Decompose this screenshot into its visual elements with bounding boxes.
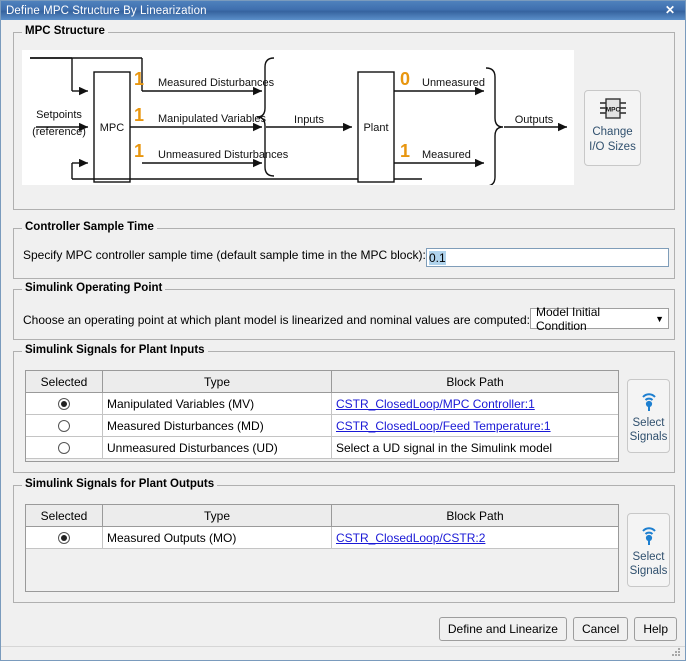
filler-cell: [102, 458, 332, 461]
signal-out-count-1: 1: [400, 141, 410, 161]
row-radio-mv[interactable]: [58, 398, 70, 411]
plant-inputs-legend: Simulink Signals for Plant Inputs: [22, 344, 208, 356]
footer-separator: [1, 646, 685, 647]
sample-time-value: 0.1: [429, 250, 446, 265]
plant-outputs-header-row: Selected Type Block Path: [26, 505, 618, 527]
chevron-down-icon: ▼: [655, 313, 664, 324]
title-bar: Define MPC Structure By Linearization ✕: [1, 1, 685, 20]
filler-cell: [26, 548, 103, 591]
mpc-structure-legend: MPC Structure: [22, 25, 108, 37]
table-row[interactable]: Measured Disturbances (MD) CSTR_ClosedLo…: [26, 414, 618, 437]
controller-sample-time-legend: Controller Sample Time: [22, 221, 157, 233]
filler-cell: [26, 458, 103, 461]
outputs-label: Outputs: [515, 114, 554, 126]
mpc-block-label: MPC: [100, 122, 125, 134]
define-and-linearize-button[interactable]: Define and Linearize: [438, 617, 567, 641]
operating-point-dropdown[interactable]: Model Initial Condition ▼: [530, 305, 669, 333]
cancel-button[interactable]: Cancel: [572, 617, 629, 641]
radio-cell[interactable]: [26, 436, 103, 459]
table-row[interactable]: Measured Outputs (MO) CSTR_ClosedLoop/CS…: [26, 526, 618, 549]
column-header-selected: Selected: [26, 505, 103, 527]
select-signals-label-line1: Select: [632, 416, 665, 429]
select-signals-label-line1: Select: [632, 550, 665, 563]
svg-text:MPC: MPC: [605, 107, 620, 114]
row-path-ud: Select a UD signal in the Simulink model: [331, 436, 618, 459]
row-type-mv: Manipulated Variables (MV): [102, 392, 332, 415]
change-io-sizes-button[interactable]: MPC Change I/O Sizes: [584, 90, 641, 166]
signal-in-count-1: 1: [134, 105, 144, 125]
row-path-md[interactable]: CSTR_ClosedLoop/Feed Temperature:1: [336, 418, 551, 433]
simulink-operating-point-legend: Simulink Operating Point: [22, 282, 166, 294]
column-header-block-path: Block Path: [331, 371, 618, 393]
column-header-type: Type: [102, 371, 332, 393]
plant-inputs-table: Selected Type Block Path Manipulated Var…: [25, 370, 619, 462]
signal-in-count-0: 1: [134, 69, 144, 89]
row-type-ud: Unmeasured Disturbances (UD): [102, 436, 332, 459]
row-type-mo: Measured Outputs (MO): [102, 526, 332, 549]
window-title: Define MPC Structure By Linearization: [6, 4, 207, 17]
signal-out-label-0: Unmeasured: [422, 77, 485, 89]
close-icon[interactable]: ✕: [664, 2, 676, 17]
row-radio-md[interactable]: [58, 420, 70, 433]
signal-antenna-icon: [638, 523, 660, 550]
select-signals-label-line2: Signals: [629, 430, 668, 443]
filler-cell: [331, 548, 618, 591]
setpoints-label-line1: Setpoints: [36, 109, 82, 121]
resize-grip[interactable]: [671, 647, 681, 657]
column-header-type: Type: [102, 505, 332, 527]
column-header-block-path: Block Path: [331, 505, 618, 527]
plant-outputs-table: Selected Type Block Path Measured Output…: [25, 504, 619, 592]
radio-cell[interactable]: [26, 526, 103, 549]
change-io-sizes-label-line2: I/O Sizes: [589, 141, 636, 153]
plant-inputs-header-row: Selected Type Block Path: [26, 371, 618, 393]
footer-button-row: Define and Linearize Cancel Help: [438, 617, 677, 641]
table-filler-row: [26, 458, 618, 461]
sample-time-label: Specify MPC controller sample time (defa…: [23, 248, 426, 262]
plant-outputs-group: Simulink Signals for Plant Outputs: [13, 478, 675, 603]
help-button[interactable]: Help: [634, 617, 677, 641]
select-signals-label-line2: Signals: [629, 564, 668, 577]
signal-in-count-2: 1: [134, 141, 144, 161]
plant-block-label: Plant: [363, 122, 388, 134]
inputs-label: Inputs: [294, 114, 324, 126]
row-path-mo[interactable]: CSTR_ClosedLoop/CSTR:2: [336, 530, 486, 545]
sample-time-row: Specify MPC controller sample time (defa…: [23, 248, 426, 262]
operating-point-selected-value: Model Initial Condition: [536, 304, 601, 333]
plant-inputs-group: Simulink Signals for Plant Inputs: [13, 344, 675, 473]
filler-cell: [331, 458, 618, 461]
row-type-md: Measured Disturbances (MD): [102, 414, 332, 437]
simulink-operating-point-group: Simulink Operating Point: [13, 282, 675, 340]
select-signals-button-outputs[interactable]: Select Signals: [627, 513, 670, 587]
radio-cell[interactable]: [26, 414, 103, 437]
mpc-chip-icon: MPC: [598, 96, 628, 125]
row-path-mv[interactable]: CSTR_ClosedLoop/MPC Controller:1: [336, 396, 535, 411]
signal-out-label-1: Measured: [422, 149, 471, 161]
controller-sample-time-group: Controller Sample Time: [13, 221, 675, 279]
row-radio-ud[interactable]: [58, 442, 70, 455]
column-header-selected: Selected: [26, 371, 103, 393]
mpc-structure-group: MPC Structure: [13, 25, 675, 210]
table-row[interactable]: Manipulated Variables (MV) CSTR_ClosedLo…: [26, 392, 618, 415]
signal-out-count-0: 0: [400, 69, 410, 89]
setpoints-label-line2: (reference): [32, 126, 86, 138]
signal-in-label-2: Unmeasured Disturbances: [158, 149, 289, 161]
signal-in-label-0: Measured Disturbances: [158, 77, 275, 89]
mpc-structure-diagram: MPC Plant Setpoints (reference) Inputs O…: [22, 50, 574, 185]
operating-point-label: Choose an operating point at which plant…: [23, 313, 530, 327]
table-filler-row: [26, 548, 618, 591]
operating-point-row: Choose an operating point at which plant…: [23, 313, 530, 327]
select-signals-button-inputs[interactable]: Select Signals: [627, 379, 670, 453]
radio-cell[interactable]: [26, 392, 103, 415]
signal-antenna-icon: [638, 389, 660, 416]
sample-time-input[interactable]: 0.1: [426, 248, 669, 267]
plant-outputs-legend: Simulink Signals for Plant Outputs: [22, 478, 218, 490]
signal-in-label-1: Manipulated Variables: [158, 113, 267, 125]
row-radio-mo[interactable]: [58, 532, 70, 545]
table-row[interactable]: Unmeasured Disturbances (UD) Select a UD…: [26, 436, 618, 459]
filler-cell: [102, 548, 332, 591]
change-io-sizes-label-line1: Change: [592, 126, 633, 138]
